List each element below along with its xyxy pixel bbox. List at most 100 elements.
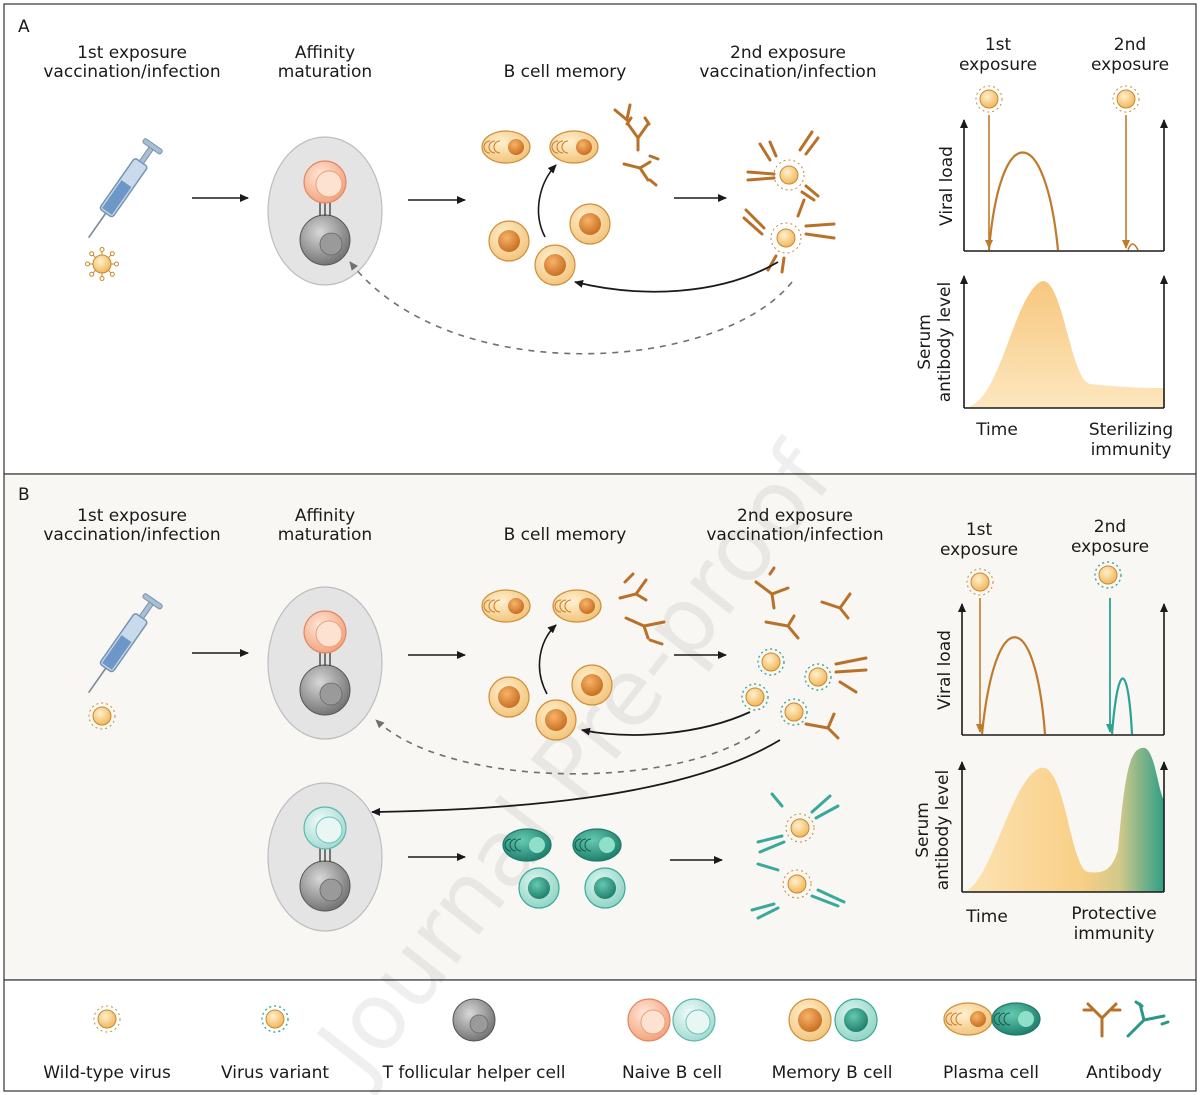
memory-b-cell-icon: [571, 664, 613, 706]
memory-b-cell-icon: [534, 244, 576, 286]
virus-variant-icon: [1094, 561, 1122, 589]
graph-a-outcome-l2: immunity: [1091, 440, 1172, 460]
graph-b-second-exposure-l1: 2nd: [1094, 517, 1126, 537]
antibody-icon: [622, 154, 660, 187]
legend-tfh-cell-label: T follicular helper cell: [382, 1063, 566, 1083]
memory-b-cell-icon: [488, 676, 530, 718]
legend-virus-variant-label: Virus variant: [221, 1063, 329, 1083]
panel-a-header-exposure2-l2: vaccination/infection: [699, 62, 876, 82]
legend-naive-b-cell-icon: [627, 998, 716, 1042]
arrow-variant-to-new-germinal-center: [371, 739, 781, 816]
legend-memory-b-cell-label: Memory B cell: [772, 1063, 893, 1083]
neutralized-virus-icon: [746, 130, 820, 202]
graph-b-first-exposure-l1: 1st: [966, 520, 993, 540]
legend-wild-type-virus-label: Wild-type virus: [43, 1063, 171, 1083]
graph-a-first-exposure-l1: 1st: [985, 35, 1012, 55]
graph-a-first-exposure-l2: exposure: [959, 55, 1037, 75]
plasma-cell-icon: [549, 130, 599, 164]
wild-type-virus-icon: [88, 702, 116, 730]
virus-variant-icon: [757, 648, 785, 676]
virus-variant-icon: [741, 683, 769, 711]
wild-type-virus-icon: [1112, 85, 1140, 113]
legend-memory-b-cell-icon: [788, 998, 878, 1042]
serum-antibody-graph-b: [958, 747, 1168, 893]
panel-b-header-affinity-l2: maturation: [278, 525, 372, 545]
panel-b-letter: B: [18, 485, 30, 505]
legend-wild-type-virus-icon: [93, 1005, 121, 1033]
dashed-arrow-to-affinity: [349, 261, 793, 355]
legend-plasma-cell-label: Plasma cell: [943, 1063, 1039, 1083]
panel-b-header-memory: B cell memory: [504, 525, 627, 545]
graph-a-time-label: Time: [975, 420, 1018, 440]
graph-a-serum-label-l2: antibody level: [935, 282, 955, 402]
syringe-icon: [87, 138, 163, 239]
serum-antibody-graph-a: [960, 275, 1168, 409]
legend-antibody-icon: [1082, 1000, 1170, 1038]
panel-a-header-affinity-l2: maturation: [278, 62, 372, 82]
panel-a-header-exposure1-l2: vaccination/infection: [43, 62, 220, 82]
tfh-cell-icon: [299, 860, 351, 912]
antibody-icon: [624, 616, 666, 646]
tfh-cell-icon: [299, 214, 351, 266]
antibody-icon: [625, 116, 651, 152]
plasma-cell-teal-icon: [502, 828, 552, 862]
viral-load-graph-a: [960, 115, 1168, 252]
legend-tfh-cell-icon: [452, 998, 496, 1042]
panel-a-letter: A: [18, 17, 30, 37]
panel-b-header-exposure1-l1: 1st exposure: [77, 506, 187, 526]
panel-a-header-exposure1-l1: 1st exposure: [77, 43, 187, 63]
arrow-recall-to-memory: [574, 261, 779, 293]
antibody-icon: [834, 656, 868, 694]
panel-b-header-exposure1-l2: vaccination/infection: [43, 525, 220, 545]
graph-a-outcome-l1: Sterilizing: [1089, 420, 1173, 440]
arrow-recall-to-memory: [581, 711, 751, 736]
graph-a-serum-label-l1: Serum: [915, 314, 935, 370]
graph-b-outcome-l2: immunity: [1074, 924, 1155, 944]
legend-plasma-cell-icon: [943, 1002, 1041, 1036]
memory-b-cell-teal-icon: [518, 867, 560, 909]
memory-b-cell-icon: [488, 220, 530, 262]
graph-a-second-exposure-l2: exposure: [1091, 55, 1169, 75]
neutralized-variant-icon: [750, 862, 846, 920]
arrow-memory-to-plasma: [537, 164, 557, 238]
graph-b-serum-label-l1: Serum: [913, 802, 933, 858]
graph-b-outcome-l1: Protective: [1071, 904, 1156, 924]
graph-b-time-label: Time: [965, 907, 1008, 927]
neutralized-variant-icon: [756, 792, 840, 854]
legend-frame: [3, 979, 1197, 1092]
plasma-cell-icon: [552, 589, 602, 623]
panel-a-header-exposure2-l1: 2nd exposure: [730, 43, 846, 63]
panel-b-header-exposure2-l2: vaccination/infection: [706, 525, 883, 545]
legend-naive-b-cell-label: Naive B cell: [622, 1063, 722, 1083]
memory-b-cell-teal-icon: [584, 867, 626, 909]
panel-a-header-affinity-l1: Affinity: [295, 43, 355, 63]
plasma-cell-teal-icon: [572, 828, 622, 862]
graph-b-viral-load-label: Viral load: [935, 630, 955, 710]
syringe-icon: [87, 593, 163, 694]
antibody-icon: [613, 103, 632, 122]
antibody-icon: [754, 566, 790, 610]
antibody-icon: [618, 572, 648, 602]
naive-b-cell-icon: [303, 160, 347, 204]
wild-type-virus-icon: [966, 568, 994, 596]
antibody-icon: [804, 712, 840, 740]
graph-b-serum-label-l2: antibody level: [933, 770, 953, 890]
tfh-cell-icon: [299, 664, 351, 716]
plasma-cell-icon: [481, 130, 531, 164]
legend-virus-variant-icon: [261, 1005, 289, 1033]
graph-b-first-exposure-l2: exposure: [940, 540, 1018, 560]
panel-b-header-exposure2-l1: 2nd exposure: [737, 506, 853, 526]
plasma-cell-icon: [481, 589, 531, 623]
panel-b-header-affinity-l1: Affinity: [295, 506, 355, 526]
naive-b-cell-icon: [303, 610, 347, 654]
graph-b-second-exposure-l2: exposure: [1071, 537, 1149, 557]
graph-a-second-exposure-l1: 2nd: [1114, 35, 1146, 55]
virus-variant-icon: [780, 698, 808, 726]
graph-a-viral-load-label: Viral load: [937, 146, 957, 226]
viral-load-graph-b: [958, 598, 1168, 736]
wild-type-virus-icon: [975, 85, 1003, 113]
antibody-icon: [764, 614, 800, 640]
arrow-memory-to-plasma: [538, 624, 557, 695]
memory-b-cell-icon: [535, 699, 577, 741]
